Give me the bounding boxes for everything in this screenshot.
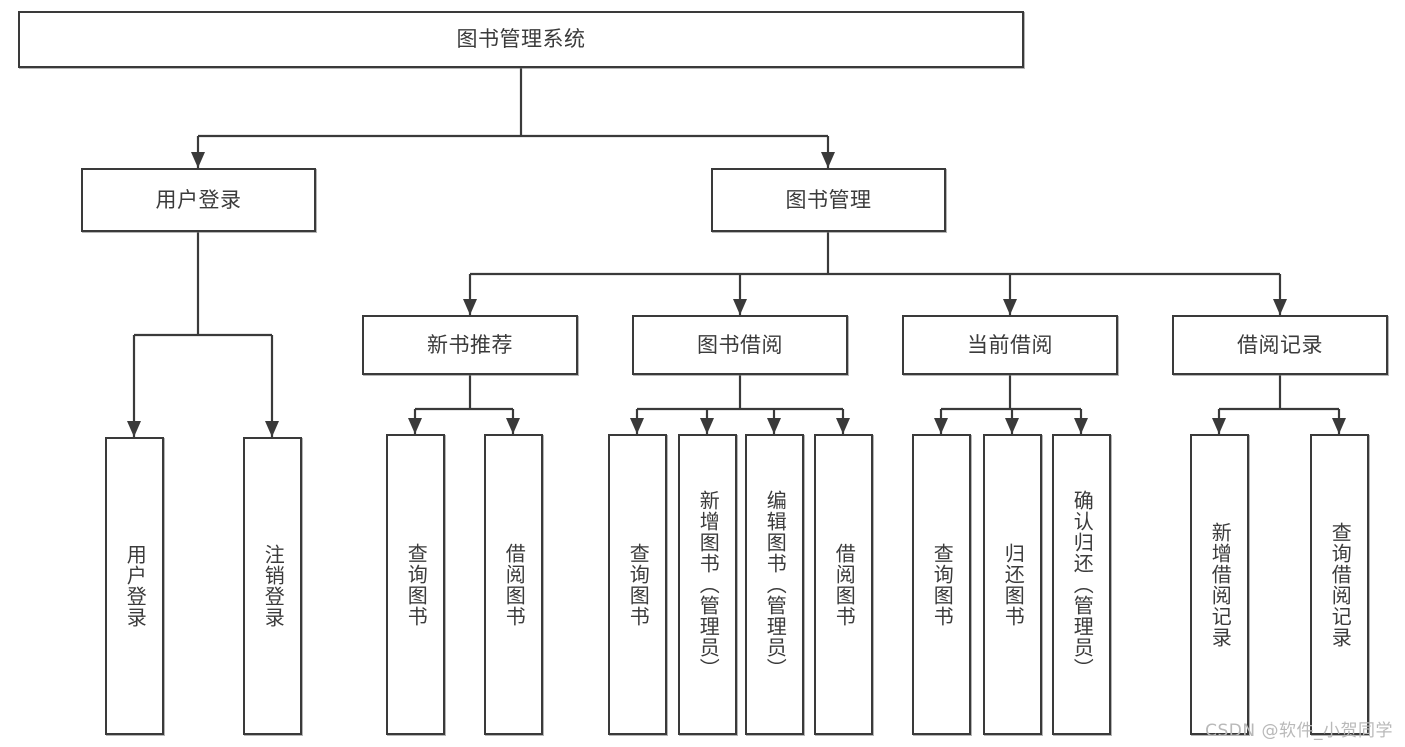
arrow-head-leaf-borrow-query <box>630 418 644 434</box>
edge-group-book-borrow-to-leaves <box>630 375 850 434</box>
arrow-head-leaf-borrow-edit <box>767 418 781 434</box>
node-label-new-book-rec: 新书推荐 <box>427 332 513 357</box>
edge-group-new-book-rec-to-leaves <box>408 375 520 434</box>
arrow-head-new-book-rec <box>463 299 477 315</box>
node-leaf-cur-query[interactable]: 查询图书 <box>912 434 971 735</box>
arrow-head-leaf-rec-search <box>1332 418 1346 434</box>
arrow-head-leaf-cur-query <box>934 418 948 434</box>
arrow-head-leaf-borrow-lend <box>836 418 850 434</box>
node-label-leaf-rec-borrow: 借阅图书 <box>502 542 527 627</box>
node-label-leaf-cur-confirm: 确认归还（管理员） <box>1070 490 1095 679</box>
node-leaf-rec-borrow[interactable]: 借阅图书 <box>484 434 543 735</box>
node-leaf-borrow-edit[interactable]: 编辑图书（管理员） <box>745 434 804 735</box>
arrow-head-leaf-borrow-add <box>700 418 714 434</box>
node-leaf-cur-return[interactable]: 归还图书 <box>983 434 1042 735</box>
arrow-head-book-manage <box>821 152 835 168</box>
node-label-leaf-rec-query: 查询图书 <box>404 542 429 627</box>
node-label-user-login: 用户登录 <box>155 187 242 212</box>
node-user-login[interactable]: 用户登录 <box>81 168 316 232</box>
node-label-book-manage: 图书管理 <box>785 187 872 212</box>
edge-group-borrow-record-to-leaves <box>1212 375 1346 434</box>
node-book-borrow[interactable]: 图书借阅 <box>632 315 848 375</box>
watermark-label: CSDN @软件_小贺同学 <box>1205 721 1393 741</box>
node-book-manage[interactable]: 图书管理 <box>711 168 946 232</box>
node-label-leaf-borrow-add: 新增图书（管理员） <box>696 490 721 679</box>
arrow-head-borrow-record <box>1273 299 1287 315</box>
node-new-book-rec[interactable]: 新书推荐 <box>362 315 578 375</box>
node-label-leaf-rec-search: 查询借阅记录 <box>1328 521 1353 648</box>
node-label-leaf-cur-return: 归还图书 <box>1001 542 1026 627</box>
node-leaf-borrow-lend[interactable]: 借阅图书 <box>814 434 873 735</box>
arrow-head-leaf-user-logout <box>265 421 279 437</box>
node-label-leaf-cur-query: 查询图书 <box>930 542 955 627</box>
arrow-head-leaf-user-login <box>127 421 141 437</box>
edge-group-user-login-to-leaves <box>127 232 279 437</box>
node-current-borrow[interactable]: 当前借阅 <box>902 315 1118 375</box>
node-leaf-rec-query[interactable]: 查询图书 <box>386 434 445 735</box>
node-leaf-borrow-add[interactable]: 新增图书（管理员） <box>678 434 737 735</box>
node-leaf-rec-search[interactable]: 查询借阅记录 <box>1310 434 1369 735</box>
node-label-leaf-borrow-edit: 编辑图书（管理员） <box>763 490 788 679</box>
node-leaf-user-logout[interactable]: 注销登录 <box>243 437 302 735</box>
arrow-head-user-login <box>191 152 205 168</box>
node-leaf-rec-add[interactable]: 新增借阅记录 <box>1190 434 1249 735</box>
arrow-head-leaf-rec-add <box>1212 418 1226 434</box>
node-borrow-record[interactable]: 借阅记录 <box>1172 315 1388 375</box>
node-label-book-borrow: 图书借阅 <box>697 332 783 357</box>
arrow-head-leaf-rec-borrow <box>506 418 520 434</box>
node-label-root: 图书管理系统 <box>456 27 586 52</box>
arrow-head-current-borrow <box>1003 299 1017 315</box>
node-label-borrow-record: 借阅记录 <box>1237 332 1323 357</box>
edge-group-current-borrow-to-leaves <box>934 375 1088 434</box>
node-leaf-borrow-query[interactable]: 查询图书 <box>608 434 667 735</box>
edge-group-book-manage-to-level2 <box>463 232 1287 315</box>
node-root[interactable]: 图书管理系统 <box>18 11 1024 68</box>
arrow-head-leaf-cur-confirm <box>1074 418 1088 434</box>
node-label-leaf-rec-add: 新增借阅记录 <box>1208 521 1233 648</box>
arrow-head-book-borrow <box>733 299 747 315</box>
node-label-leaf-borrow-lend: 借阅图书 <box>832 542 857 627</box>
node-leaf-user-login[interactable]: 用户登录 <box>105 437 164 735</box>
node-label-leaf-user-login: 用户登录 <box>123 544 148 628</box>
node-label-current-borrow: 当前借阅 <box>967 332 1053 357</box>
node-label-leaf-user-logout: 注销登录 <box>261 544 286 628</box>
node-label-leaf-borrow-query: 查询图书 <box>626 542 651 627</box>
edge-group-root-to-level1 <box>191 68 835 168</box>
node-leaf-cur-confirm[interactable]: 确认归还（管理员） <box>1052 434 1111 735</box>
arrow-head-leaf-cur-return <box>1005 418 1019 434</box>
arrow-head-leaf-rec-query <box>408 418 422 434</box>
